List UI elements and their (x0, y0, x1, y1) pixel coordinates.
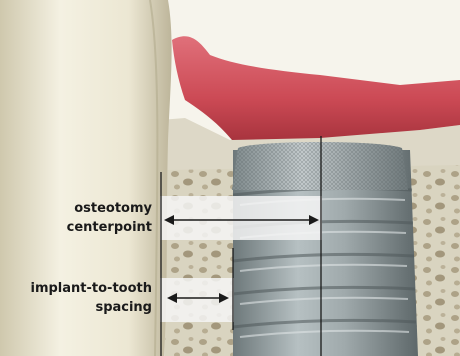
spacing-label-line1: implant-to-tooth (6, 279, 152, 298)
osteotomy-label-line2: centerpoint (6, 218, 152, 237)
osteotomy-label-line1: osteotomy (6, 199, 152, 218)
osteotomy-centerpoint-label: osteotomy centerpoint (6, 199, 152, 237)
spacing-label-line2: spacing (6, 298, 152, 317)
osteotomy-band (160, 196, 322, 240)
implant-to-tooth-spacing-label: implant-to-tooth spacing (6, 279, 152, 317)
